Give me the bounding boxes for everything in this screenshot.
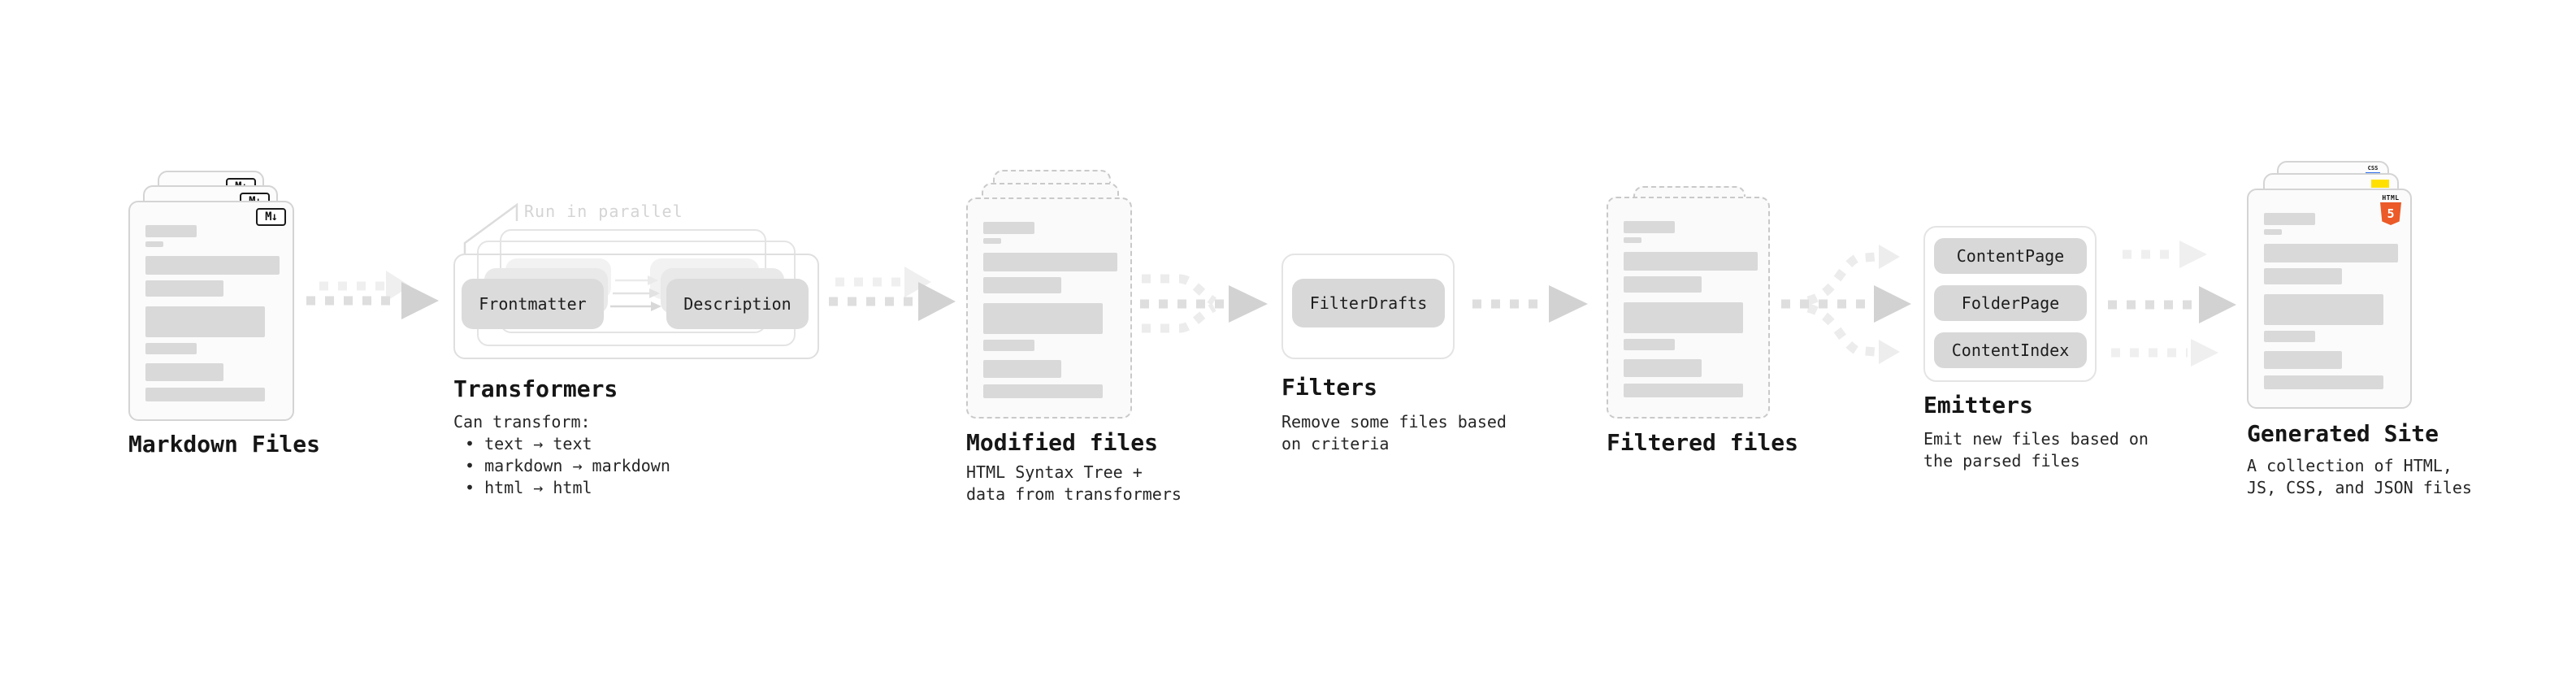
placeholder-text-bar	[1624, 276, 1702, 293]
run-in-parallel-annotation: Run in parallel	[524, 202, 683, 221]
arrow-split-filtered-to-emitters	[1781, 245, 1911, 364]
placeholder-text-bar	[145, 241, 163, 247]
placeholder-text-bar	[1624, 339, 1675, 350]
contentpage-chip: ContentPage	[1934, 238, 2087, 274]
markdown-icon: M↓	[256, 208, 286, 226]
markdown-files-title: Markdown Files	[128, 431, 321, 458]
filtered-files-title: Filtered files	[1607, 429, 1799, 456]
javascript-icon	[2371, 180, 2389, 188]
placeholder-text-bar	[1624, 384, 1743, 397]
contentindex-chip: ContentIndex	[1934, 332, 2087, 368]
emitters-title: Emitters	[1923, 392, 2033, 419]
placeholder-text-bar	[983, 340, 1034, 351]
placeholder-text-bar	[1624, 221, 1675, 233]
placeholder-text-bar	[2264, 331, 2315, 342]
placeholder-text-bar	[983, 253, 1117, 271]
placeholder-text-bar	[2264, 268, 2342, 284]
css-icon-label: CSS	[2367, 165, 2379, 171]
folderpage-chip: FolderPage	[1934, 285, 2087, 321]
placeholder-text-bar	[2264, 229, 2282, 235]
arrows-emitters-to-generated	[2108, 241, 2236, 367]
transformers-title: Transformers	[453, 375, 618, 402]
arrow-markdown-to-transformers	[306, 271, 439, 319]
modified-files-description: HTML Syntax Tree + data from transformer…	[966, 462, 1182, 504]
transformers-desc-heading: Can transform:	[453, 412, 591, 432]
html-file-card: HTML 5	[2247, 189, 2412, 409]
html5-icon: HTML 5	[2380, 194, 2401, 225]
placeholder-text-bar	[2264, 351, 2342, 369]
placeholder-text-bar	[145, 343, 197, 354]
placeholder-text-bar	[145, 388, 265, 401]
filtered-file-card	[1607, 197, 1770, 419]
filterdrafts-chip: FilterDrafts	[1292, 279, 1445, 327]
placeholder-text-bar	[145, 363, 223, 381]
transformers-bullet: • html → html	[465, 478, 592, 497]
html5-shield: 5	[2380, 202, 2401, 225]
transformers-description: Can transform: • text → text • markdown …	[453, 411, 670, 499]
placeholder-text-bar	[983, 360, 1061, 378]
arrow-merge-modified-to-filters	[1140, 274, 1268, 333]
arrow-transformers-to-modified	[829, 267, 956, 321]
emitters-description: Emit new files based on the parsed files	[1923, 429, 2149, 471]
placeholder-text-bar	[145, 306, 265, 337]
markdown-file-card: M↓	[128, 201, 294, 421]
placeholder-text-bar	[983, 222, 1034, 234]
arrow-filters-to-filtered	[1472, 285, 1588, 323]
transformer-frame	[453, 254, 819, 359]
placeholder-text-bar	[983, 277, 1061, 293]
placeholder-text-bar	[2264, 375, 2383, 389]
placeholder-text-bar	[145, 280, 223, 297]
placeholder-text-bar	[1624, 237, 1641, 243]
placeholder-text-bar	[983, 384, 1103, 398]
placeholder-text-bar	[983, 303, 1103, 334]
description-chip: Description	[666, 279, 809, 329]
modified-file-card	[966, 197, 1132, 419]
placeholder-text-bar	[2264, 244, 2398, 262]
placeholder-text-bar	[1624, 252, 1758, 271]
placeholder-text-bar	[983, 238, 1001, 244]
generated-site-title: Generated Site	[2247, 420, 2439, 447]
placeholder-text-bar	[145, 225, 197, 237]
placeholder-text-bar	[1624, 302, 1743, 333]
filters-description: Remove some files based on criteria	[1281, 412, 1507, 453]
filters-title: Filters	[1281, 374, 1378, 401]
html5-number: 5	[2387, 206, 2395, 221]
transformers-bullet: • text → text	[465, 434, 592, 453]
transformers-bullet: • markdown → markdown	[465, 456, 670, 475]
placeholder-text-bar	[2264, 294, 2383, 325]
placeholder-text-bar	[1624, 359, 1702, 377]
generated-site-description: A collection of HTML, JS, CSS, and JSON …	[2247, 456, 2472, 497]
placeholder-text-bar	[145, 256, 280, 275]
modified-files-title: Modified files	[966, 429, 1159, 456]
frontmatter-chip: Frontmatter	[462, 279, 604, 329]
html5-icon-label: HTML	[2382, 194, 2400, 202]
placeholder-text-bar	[2264, 213, 2315, 225]
